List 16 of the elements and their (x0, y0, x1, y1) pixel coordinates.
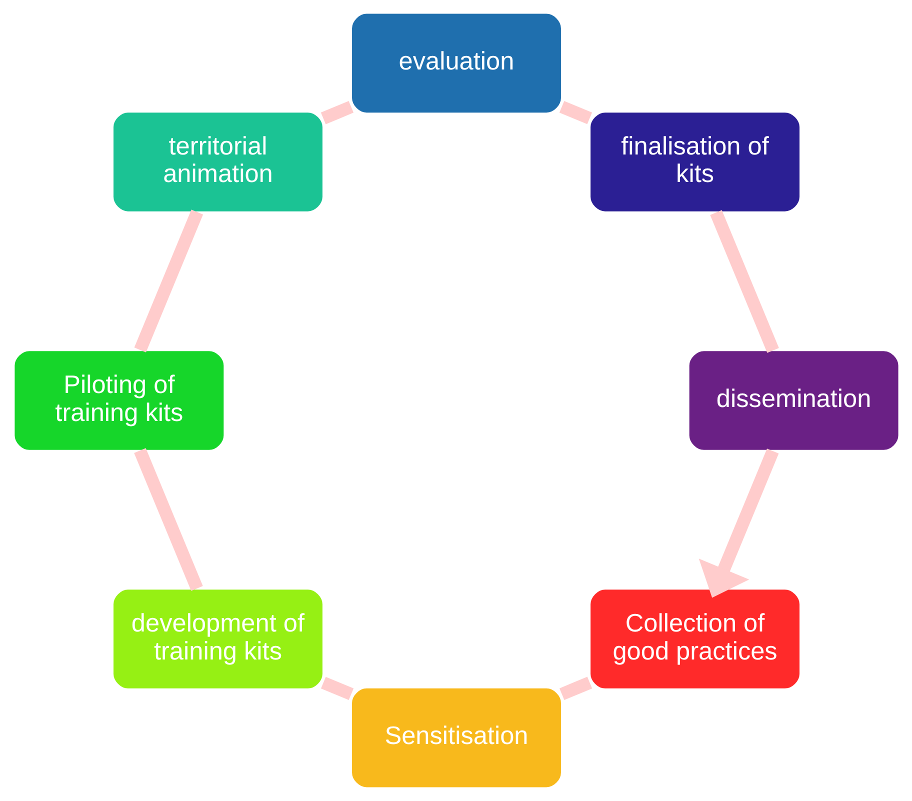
connector (558, 676, 592, 700)
connector (320, 676, 354, 700)
node-box: territorial animation (112, 111, 324, 213)
node-box: finalisation of kits (588, 111, 800, 213)
connector (320, 100, 354, 124)
node-box: Sensitisation (350, 687, 562, 788)
connector (558, 100, 592, 124)
node-box: development of training kits (112, 588, 324, 690)
connector (710, 210, 778, 353)
connector (134, 448, 202, 591)
node-box: Collection of good practices (588, 588, 800, 690)
arrow (698, 448, 778, 598)
node-box: evaluation (350, 12, 562, 114)
node-box: dissemination (688, 350, 900, 452)
connector (134, 210, 203, 352)
node-box: Piloting of training kits (12, 350, 224, 452)
